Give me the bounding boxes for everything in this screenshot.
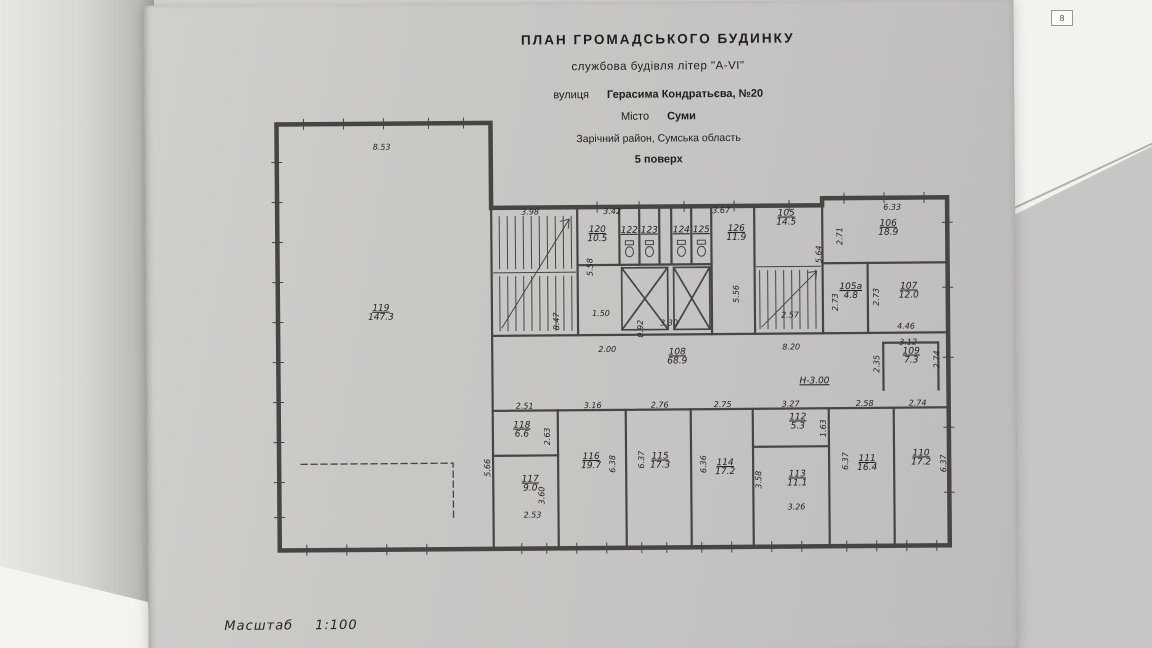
dim-label: 3.58	[754, 470, 764, 489]
street-label: вулиця	[553, 89, 590, 102]
stairs-right-icon	[756, 265, 822, 330]
dim-label: 8.53	[372, 142, 391, 152]
dim-label: 1.50	[592, 308, 610, 319]
plan-title: ПЛАН ГРОМАДСЬКОГО БУДИНКУ	[520, 30, 795, 48]
scale-value: 1:100	[315, 617, 358, 634]
dim-label: 2.74	[932, 350, 942, 369]
dim-label: 6.38	[608, 454, 618, 473]
city-label: Місто	[620, 110, 650, 123]
dim-label: 6.37	[841, 452, 851, 471]
dim-label: 3.27	[781, 399, 800, 409]
toilet-icon	[624, 239, 706, 258]
dim-label: 5.56	[731, 284, 741, 303]
dim-label: 2.00	[598, 344, 617, 355]
dim-label: 2.53	[523, 510, 542, 520]
dim-label: 2.63	[542, 427, 552, 446]
dim-label: 2.76	[650, 400, 669, 410]
dim-label: 1.63	[818, 419, 828, 438]
dim-label: 0.92	[635, 319, 646, 338]
dim-label: 2.35	[872, 354, 882, 373]
elevator-shaft-icon	[620, 265, 712, 332]
dim-label: 6.36	[699, 455, 709, 474]
dashed-partition	[300, 462, 455, 522]
city-value: Суми	[667, 110, 696, 123]
dim-label: 3.98	[521, 207, 540, 217]
dim-label: 2.75	[713, 399, 732, 410]
scale-line: Масштаб 1:100	[224, 618, 357, 634]
inner-walls	[490, 197, 950, 550]
dim-label: 4.46	[897, 321, 915, 331]
dim-label: 5.66	[483, 458, 493, 477]
underlying-sheet	[998, 135, 1152, 648]
dim-label: 2.51	[515, 401, 534, 411]
dim-label: 2.73	[830, 293, 840, 312]
dim-label: 3.12	[899, 337, 918, 347]
dim-label: 5.58	[585, 258, 595, 277]
dim-label: 2.74	[908, 398, 927, 408]
dim-label: 2.57	[781, 310, 799, 320]
dim-label: 6.37	[939, 454, 949, 473]
dim-label: 3.42	[603, 206, 622, 216]
dim-label: 2.71	[835, 227, 845, 246]
dim-label: 8.20	[782, 342, 801, 352]
corner-sheet-number: 8	[1051, 10, 1073, 26]
dim-label: 2.73	[871, 287, 881, 306]
dim-label: 3.16	[583, 400, 602, 411]
height-mark: Н-3.00	[799, 376, 830, 387]
scale-label: Масштаб	[224, 618, 294, 634]
dim-label: 3.60	[537, 486, 547, 505]
dim-label: 3.30	[660, 318, 678, 328]
dim-label: 6.33	[883, 202, 902, 212]
dim-label: 3.67	[712, 205, 731, 216]
dim-label: 2.58	[855, 398, 874, 408]
dim-label: 8.47	[551, 312, 562, 331]
dim-label: 6.37	[637, 450, 647, 469]
dim-label: 5.64	[814, 245, 824, 264]
stairs-left-icon	[493, 215, 577, 332]
street-value: Герасима Кондратьєва, №20	[606, 87, 764, 101]
background-wall	[0, 0, 154, 648]
dim-label: 3.26	[787, 502, 806, 512]
window-ticks	[271, 117, 955, 556]
